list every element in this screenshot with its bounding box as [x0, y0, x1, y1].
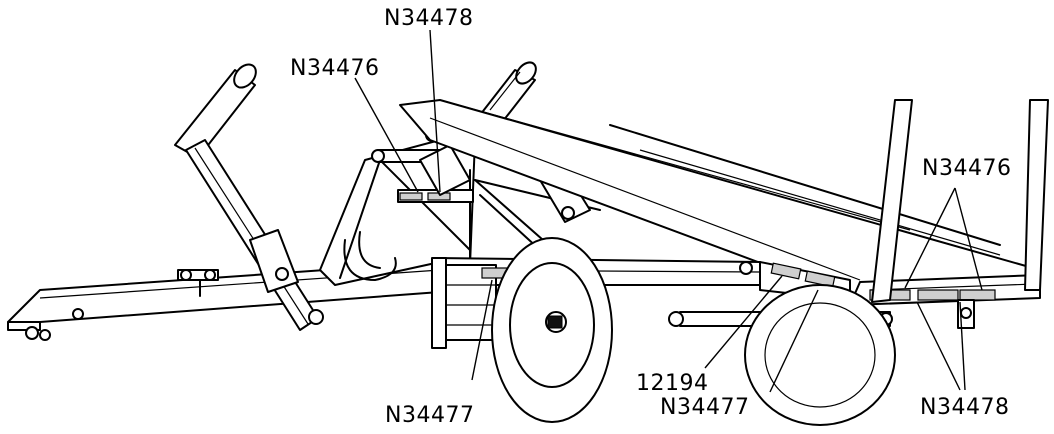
- callout-n34477-center: N34477: [660, 395, 750, 420]
- callout-12194: 12194: [636, 371, 709, 396]
- hitch-pin: [177, 269, 219, 297]
- callout-n34476-right: N34476: [922, 156, 1012, 181]
- callout-n34477-left: N34477: [385, 403, 475, 428]
- lift-lever: [174, 63, 324, 331]
- front-plate: [431, 257, 509, 349]
- front-wheel: [491, 237, 613, 423]
- leader-lines: [354, 29, 983, 393]
- rear-stakes: [871, 99, 1049, 303]
- callout-n34478-top: N34478: [384, 6, 474, 31]
- callout-n34476-top: N34476: [290, 56, 380, 81]
- rear-wheel: [744, 284, 896, 426]
- callout-n34478-bottom: N34478: [920, 395, 1010, 420]
